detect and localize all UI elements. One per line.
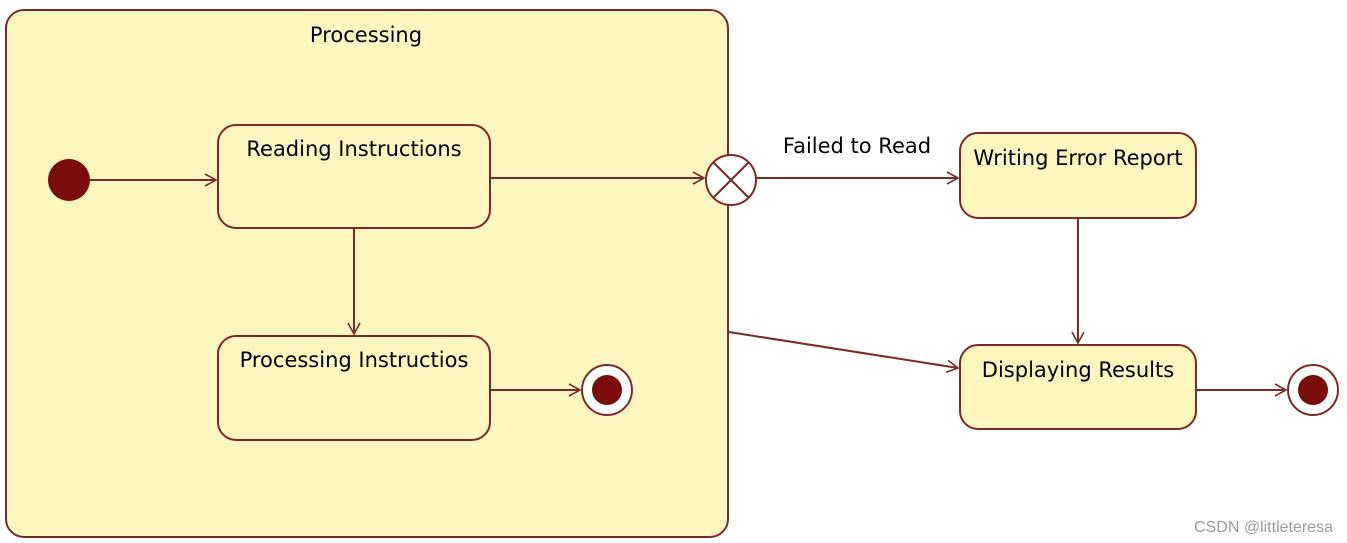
- state-displaying-results[interactable]: [959, 344, 1197, 430]
- state-processing-instructions[interactable]: [217, 335, 491, 441]
- state-writing-error-report-label: Writing Error Report: [973, 146, 1182, 170]
- state-reading-instructions-label: Reading Instructions: [246, 137, 461, 161]
- state-processing-instructions-label: Processing Instructios: [240, 348, 469, 372]
- composite-state-processing[interactable]: [5, 9, 729, 538]
- initial-node[interactable]: [48, 159, 90, 201]
- watermark: CSDN @littleteresa: [1194, 519, 1333, 536]
- final-node-inner[interactable]: [581, 364, 633, 416]
- state-displaying-results-label: Displaying Results: [982, 358, 1174, 382]
- transition-processing-to-displaying[interactable]: [728, 331, 960, 373]
- transition-failed-label: Failed to Read: [783, 134, 931, 158]
- composite-state-title: Processing: [310, 23, 422, 47]
- exit-point-icon[interactable]: [705, 154, 757, 206]
- final-node-outer[interactable]: [1287, 364, 1339, 416]
